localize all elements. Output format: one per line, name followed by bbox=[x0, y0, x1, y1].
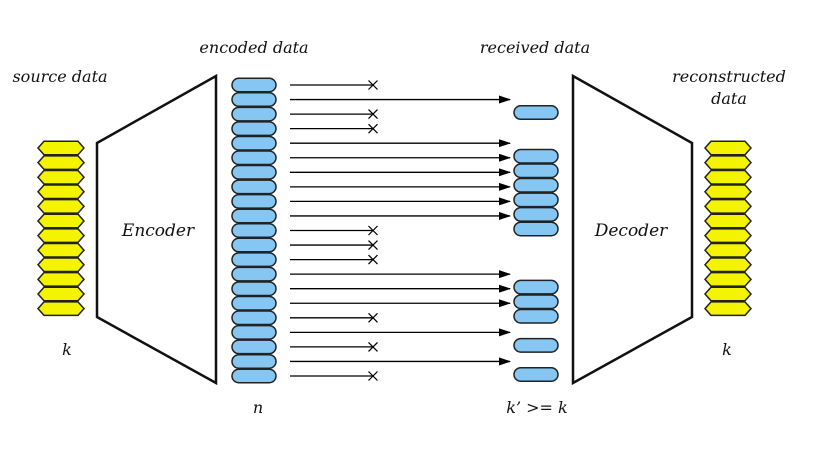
source-packet-stack bbox=[36, 140, 86, 317]
reconstructed-packet bbox=[703, 169, 753, 185]
received-packet bbox=[513, 105, 559, 121]
encoded-packet bbox=[231, 135, 277, 151]
loss-x-mark bbox=[368, 371, 378, 381]
reconstructed-packet bbox=[703, 155, 753, 171]
reconstructed-packet-stack bbox=[703, 140, 753, 317]
received-packet bbox=[513, 337, 559, 353]
loss-x-mark bbox=[368, 225, 378, 236]
encoder-block bbox=[95, 73, 218, 386]
reconstructed-packet bbox=[703, 257, 753, 273]
encoded-packet bbox=[231, 310, 277, 326]
encoded-n-label: n bbox=[253, 398, 263, 417]
received-k-label: k’ >= k bbox=[506, 398, 567, 417]
decoder-block bbox=[571, 73, 694, 386]
encoded-packet bbox=[231, 150, 277, 166]
reconstructed-k-label: k bbox=[722, 340, 732, 359]
encoded-packet bbox=[231, 237, 277, 253]
received-packet bbox=[513, 163, 559, 179]
received-packet bbox=[513, 192, 559, 208]
source-packet bbox=[36, 286, 86, 302]
encoded-packet bbox=[231, 193, 277, 209]
reconstructed-data-label-line2: data bbox=[711, 89, 747, 108]
received-packet bbox=[513, 177, 559, 193]
reconstructed-packet bbox=[703, 213, 753, 229]
source-packet bbox=[36, 271, 86, 287]
encoded-packet bbox=[231, 164, 277, 180]
source-packet bbox=[36, 228, 86, 244]
encoded-packet bbox=[231, 368, 277, 384]
encoded-packet bbox=[231, 324, 277, 340]
reconstructed-data-label-line1: reconstructed bbox=[672, 67, 786, 86]
encoded-data-label: encoded data bbox=[199, 38, 308, 57]
source-packet bbox=[36, 301, 86, 317]
received-packet-stack bbox=[513, 105, 559, 382]
loss-x-mark bbox=[368, 80, 378, 90]
source-packet bbox=[36, 213, 86, 229]
reconstructed-packet bbox=[703, 286, 753, 302]
decoder-label: Decoder bbox=[594, 221, 668, 241]
loss-x-mark bbox=[368, 341, 378, 352]
received-data-label: received data bbox=[480, 38, 590, 57]
source-packet bbox=[36, 169, 86, 185]
encoded-packet bbox=[231, 121, 277, 137]
encoded-packet bbox=[231, 295, 277, 311]
source-packet bbox=[36, 198, 86, 214]
source-packet bbox=[36, 155, 86, 171]
encoded-packet bbox=[231, 179, 277, 195]
loss-x-mark bbox=[368, 254, 378, 265]
channel-transmission bbox=[290, 80, 511, 381]
encoded-packet bbox=[231, 106, 277, 122]
reconstructed-packet bbox=[703, 198, 753, 214]
encoded-packet bbox=[231, 281, 277, 297]
source-packet bbox=[36, 257, 86, 273]
loss-x-mark bbox=[368, 240, 378, 250]
reconstructed-packet bbox=[703, 301, 753, 317]
received-packet bbox=[513, 206, 559, 222]
received-packet bbox=[513, 148, 559, 164]
source-packet bbox=[36, 242, 86, 258]
encoded-packet bbox=[231, 77, 277, 93]
received-packet bbox=[513, 308, 559, 324]
encoder-label: Encoder bbox=[121, 221, 195, 241]
reconstructed-packet bbox=[703, 242, 753, 258]
reconstructed-packet bbox=[703, 228, 753, 244]
reconstructed-packet bbox=[703, 271, 753, 287]
encoded-packet bbox=[231, 266, 277, 282]
encoded-packet-stack bbox=[231, 77, 277, 384]
received-packet bbox=[513, 366, 559, 382]
received-packet bbox=[513, 221, 559, 237]
loss-x-mark bbox=[368, 123, 378, 134]
encoded-packet bbox=[231, 223, 277, 238]
source-k-label: k bbox=[62, 340, 72, 359]
source-packet bbox=[36, 184, 86, 200]
reconstructed-packet bbox=[703, 184, 753, 200]
encoded-packet bbox=[231, 208, 277, 224]
loss-x-mark bbox=[368, 312, 378, 323]
received-packet bbox=[513, 294, 559, 310]
reconstructed-packet bbox=[703, 140, 753, 156]
source-packet bbox=[36, 140, 86, 156]
received-packet bbox=[513, 279, 559, 295]
encoded-packet bbox=[231, 92, 277, 108]
loss-x-mark bbox=[368, 109, 378, 120]
encoded-packet bbox=[231, 353, 277, 369]
source-data-label: source data bbox=[12, 67, 107, 86]
encoded-packet bbox=[231, 339, 277, 355]
encoded-packet bbox=[231, 252, 277, 268]
